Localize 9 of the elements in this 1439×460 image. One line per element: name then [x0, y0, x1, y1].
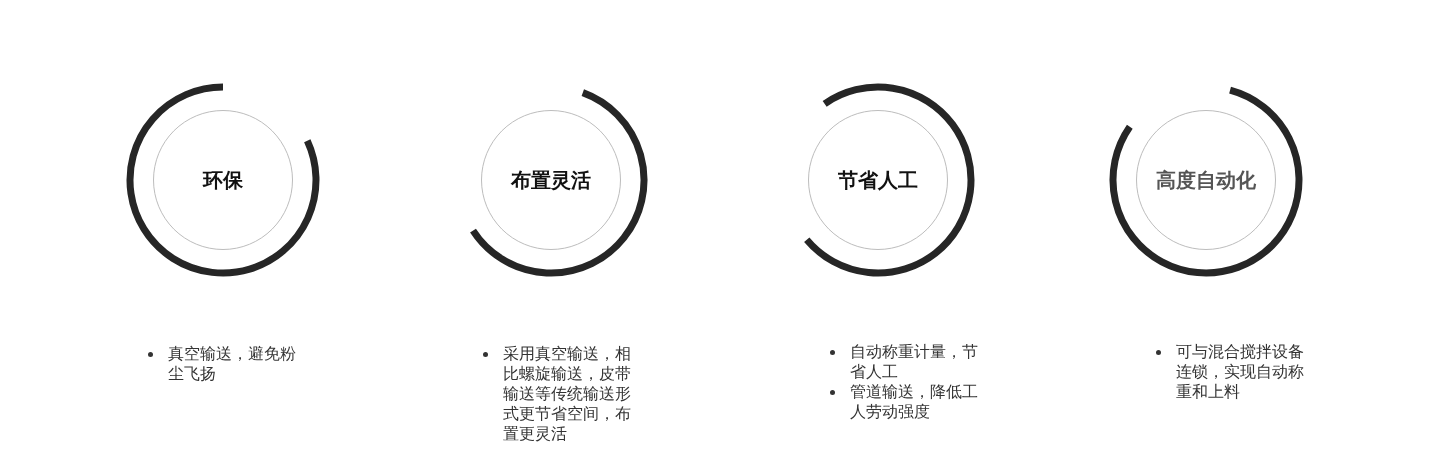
bullet-text: 可与混合搅拌设备连锁，实现自动称重和上料 — [1176, 342, 1305, 402]
node-title: 高度自动化 — [1156, 167, 1256, 193]
bullet-text: 采用真空输送，相比螺旋输送，皮带输送等传统输送形式更节省空间，布置更灵活 — [503, 344, 632, 444]
bullet-text: 管道输送，降低工人劳动强度 — [850, 382, 979, 422]
node-title: 布置灵活 — [511, 167, 591, 193]
bullet-text: 自动称重计量，节省人工 — [850, 342, 979, 382]
bullet-text: 真空输送，避免粉尘飞扬 — [168, 344, 297, 384]
node-title: 节省人工 — [838, 167, 918, 193]
node-title: 环保 — [203, 167, 243, 193]
